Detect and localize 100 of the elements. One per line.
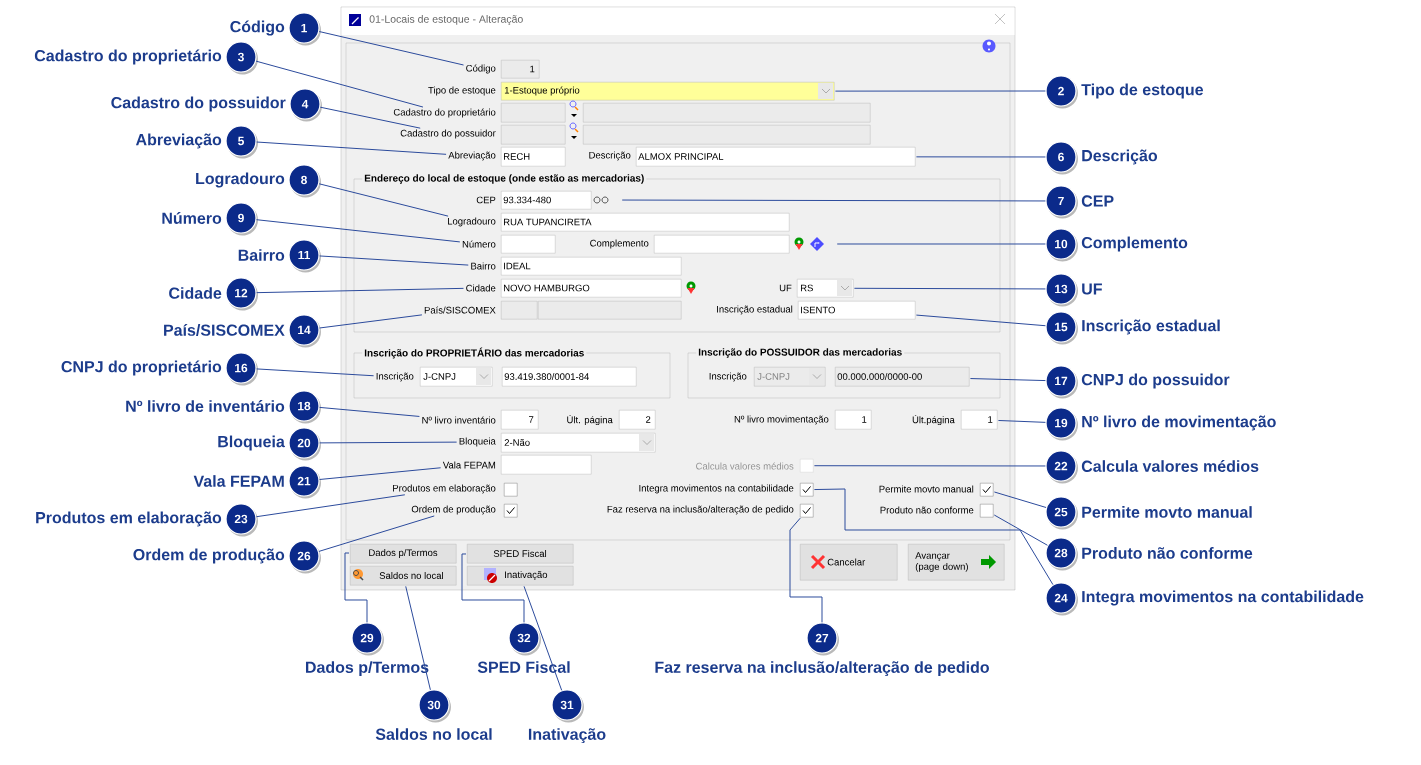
callout-number: 1 (288, 12, 321, 46)
callout-number: 16 (225, 352, 258, 386)
form-label: País/SISCOMEX (424, 306, 496, 314)
leader-line (255, 494, 406, 518)
leader-line (319, 314, 423, 329)
callout-number: 21 (288, 465, 321, 499)
leader-line (319, 106, 421, 129)
window-title: 01-Locais de estoque - Alteração (369, 15, 523, 25)
input-field: ISENTO (798, 301, 916, 320)
checkbox-label: Produtos em elaboração (393, 484, 496, 494)
callout-title: UF (1082, 283, 1102, 295)
form-label: Abreviação (448, 151, 496, 161)
button: Saldos no local (350, 566, 457, 586)
callout-title: CNPJ do proprietário (61, 360, 222, 376)
input-field: IDEAL (501, 257, 682, 276)
callout-number: 27 (806, 622, 839, 656)
form-label: Logradouro (448, 217, 496, 227)
leader-line (523, 585, 563, 691)
input-field: ALMOX PRINCIPAL (636, 147, 916, 167)
callout-title: País/SISCOMEX (164, 323, 285, 336)
callout-number: 5 (225, 125, 258, 159)
form-label: Inscrição estadual (717, 305, 793, 315)
callout-number: 28 (1045, 537, 1078, 571)
dropdown-field: 1-Estoque próprio (501, 82, 835, 101)
leader-line (318, 31, 465, 66)
callout-title: Abreviação (135, 133, 222, 149)
form-label: Nº livro inventário (422, 416, 496, 424)
input-field: 93.419.380/0001-84 (502, 367, 637, 387)
callout-number: 7 (1045, 185, 1078, 219)
leader-line (915, 314, 1046, 327)
callout-number: 20 (288, 427, 321, 461)
leader-line (813, 488, 1054, 586)
checkbox (800, 483, 814, 497)
leader-line (993, 491, 1047, 508)
input-field: RUA TUPANCIRETA (501, 213, 790, 232)
button: Inativação (467, 566, 574, 586)
callout-title: Bloqueia (218, 435, 285, 451)
callout-number: 30 (418, 689, 451, 723)
button: Cancelar (800, 544, 898, 581)
button: Avançar (page down) (908, 544, 1005, 581)
checkbox-label: Ordem de produção (411, 505, 496, 515)
form-label: CEP (476, 196, 496, 204)
checkbox (800, 459, 814, 473)
checkbox (800, 504, 814, 518)
form-label: Cadastro do proprietário (393, 108, 496, 118)
callout-title: Logradouro (196, 172, 285, 188)
form-label: Descrição (589, 151, 631, 161)
leader-line (256, 368, 375, 377)
callout-title: Cidade (169, 287, 222, 299)
checkbox (504, 483, 518, 497)
input-field: 7 (501, 410, 539, 430)
callout-number: 31 (551, 689, 584, 723)
leader-line (256, 141, 447, 155)
callout-title: Bairro (238, 249, 285, 261)
leader-line (318, 515, 435, 552)
callout-title: Calcula valores médios (1081, 460, 1259, 472)
input-field: 2 (619, 410, 656, 430)
form-label: Código (466, 64, 496, 74)
leader-line (997, 419, 1046, 423)
callout-title: Nº livro de inventário (126, 400, 285, 412)
leader-line (461, 553, 525, 623)
callout-title: Inativação (528, 728, 606, 744)
callout-title: Ordem de produção (133, 548, 285, 564)
checkbox-label: Calcula valores médios (696, 462, 794, 470)
leader-line (915, 156, 1046, 158)
input-field (501, 125, 566, 145)
callout-title: CNPJ do possuidor (1081, 373, 1230, 389)
form-label: Cidade (466, 284, 496, 292)
directions-icon (810, 237, 824, 251)
form-label: Bairro (471, 262, 496, 270)
callout-number: 15 (1045, 311, 1078, 345)
input-field: RECH (501, 147, 566, 167)
dropdown-field: 2-Não (501, 433, 656, 453)
callout-title: Produto não conforme (1082, 547, 1253, 559)
leader-line (621, 199, 1046, 202)
callout-number: 29 (351, 622, 384, 656)
input-field (501, 235, 556, 254)
callout-title: Nº livro de movimentação (1082, 415, 1276, 431)
leader-line (319, 441, 458, 444)
checkbox-label: Produto não conforme (880, 506, 974, 514)
button: Dados p/Termos (350, 544, 457, 564)
binoculars-icon (593, 196, 609, 204)
callout-title: Complemento (1081, 236, 1188, 252)
form-label: Últ. página (567, 414, 613, 426)
callout-title: SPED Fiscal (477, 661, 570, 673)
input-field: 1 (961, 410, 998, 430)
callout-number: 3 (225, 41, 258, 75)
form-label: Complemento (590, 239, 649, 249)
form-label: Bloqueia (459, 437, 496, 447)
checkbox (980, 504, 994, 518)
dropdown-field: J-CNPJ (420, 367, 493, 387)
callout-number: 11 (288, 239, 321, 273)
callout-title: Saldos no local (375, 728, 492, 740)
leader-line (344, 552, 368, 623)
callout-number: 18 (288, 390, 321, 424)
callout-number: 22 (1045, 450, 1078, 484)
input-field: NOVO HAMBURGO (501, 279, 682, 298)
callout-title: Integra movimentos na contabilidade (1082, 590, 1364, 606)
callout-title: Inscrição estadual (1082, 319, 1220, 335)
leader-line (256, 219, 461, 243)
